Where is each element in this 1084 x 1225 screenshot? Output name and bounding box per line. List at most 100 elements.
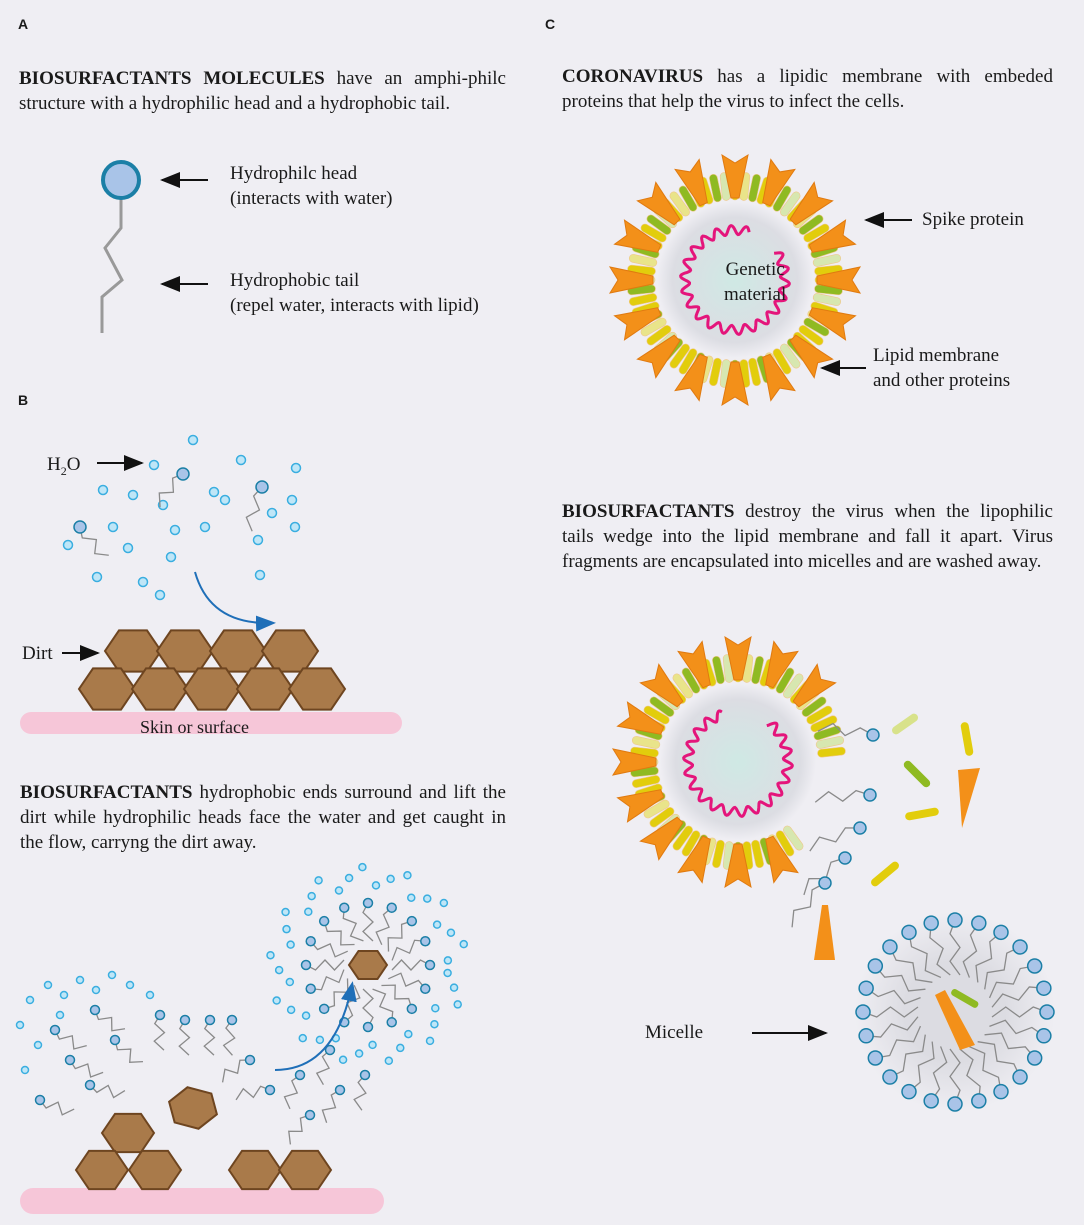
micelle-surfactant-tail [959,1048,981,1101]
skin-surface [20,712,402,734]
dirt-particle [155,629,215,673]
surfactant-head [89,1004,101,1016]
surfactant-tail [178,1019,191,1056]
membrane-lipid [803,317,830,337]
micelle-surfactant-tail [310,940,349,958]
membrane-lipid [803,223,830,243]
surfactant-tail [69,1059,104,1078]
micelle-surfactant-head [424,959,436,971]
micelle-surfactant-head [947,1096,963,1112]
membrane-fragment [871,861,899,887]
micelle-surfactant-head [386,902,397,913]
surfactant-tail [79,526,109,556]
micelle-surfactant-tail [991,1006,1048,1018]
surfactant-tail [283,1074,301,1110]
water-molecule [446,928,456,937]
micelle-surfactant-head [1039,1004,1055,1020]
spike-protein [808,219,857,253]
water-molecule [252,534,264,546]
water-molecule [59,990,69,1000]
membrane-lipid [712,839,725,869]
spike-fragment [958,768,980,828]
dirt-particle [77,667,137,711]
micelle-surfactant-head [406,1003,418,1015]
lipid-membrane-label-sub: and other proteins [873,370,1011,391]
micelle-surfactant-head [362,1021,374,1033]
micelle-surfactant-head [386,1017,397,1028]
water-molecule [274,965,284,975]
surfactant-head [853,821,867,835]
membrane-lipid [643,705,670,725]
membrane-lipid [681,667,701,694]
water-molecule [43,980,53,990]
dirt-particle [287,667,347,711]
micelle-surfactant-head [318,1003,330,1015]
water-molecule [165,551,177,563]
water-molecule [62,539,74,551]
hydrophilic-head [101,160,141,200]
water-molecule [301,1011,311,1020]
surfactant-tail [203,1019,216,1056]
micelle-surfactant-tail [391,959,431,971]
surfactant-head [64,1054,76,1066]
water-molecule [314,876,323,885]
surfactant-tail [54,1029,87,1050]
membrane-lipid [649,696,675,717]
micelle-surfactant-head [923,1093,939,1109]
membrane-lipid [817,746,846,758]
panel-b-description: BIOSURFACTANTS hydrophobic ends surround… [20,782,506,853]
spike-protein [789,334,834,379]
membrane-fragment [891,713,919,735]
water-molecule [338,1055,348,1065]
micelle-surfactant-tail [989,1019,1045,1037]
water-molecule [289,521,301,533]
surfactant-tail [221,1059,251,1083]
membrane-lipid [801,696,827,717]
surfactant-head [226,1014,238,1026]
micelle-surfactant-head [305,983,316,994]
membrane-lipid [780,343,801,369]
membrane-fragment [905,807,939,821]
water-molecule [453,1000,462,1009]
spike-protein [792,663,837,708]
flow-arrow-2 [274,981,357,1071]
surfactant-tail [814,789,871,803]
water-molecule [298,1033,308,1043]
water-molecule [272,996,281,1005]
membrane-lipid [678,185,698,212]
water-molecule [307,891,316,901]
water-molecule [122,542,134,554]
membrane-lipid [646,325,672,346]
micelle-surfactant-head [362,897,374,909]
micelle-surfactant-tail [908,932,942,979]
dirt-particle [347,950,389,980]
panel-label-a: A [18,16,29,32]
surfactant-tail [809,827,861,852]
water-molecule [266,507,278,519]
water-molecule [235,454,247,466]
micelle-surfactant-head [947,912,963,928]
surfactant-head [179,1014,191,1026]
micelle-surfactant-tail [310,969,345,991]
surfactant-head [866,728,880,742]
spike-protein [613,307,662,341]
tail-chain [100,195,124,333]
micelle-surfactant-tail [375,907,393,946]
membrane-lipid [783,673,804,699]
micelle-surfactant-tail [930,1046,948,1102]
dirt-particle [130,667,190,711]
surfactant-tail [222,1019,236,1056]
water-molecule [91,571,103,583]
water-molecule [187,434,199,446]
water-molecule [33,1040,43,1050]
panel-a-text: have an amphi-philc structure with a hyd… [19,68,506,114]
dirt-particle [182,667,242,711]
surfactant-head [863,788,877,802]
micelle-surfactant-tail [865,987,921,1005]
surfactant-tail [158,473,184,508]
surfactant-head [244,1054,256,1066]
membrane-lipid [640,223,667,243]
micelle-surfactant-tail [929,923,951,976]
surfactant-tail [245,486,263,532]
membrane-lipid [812,293,842,306]
